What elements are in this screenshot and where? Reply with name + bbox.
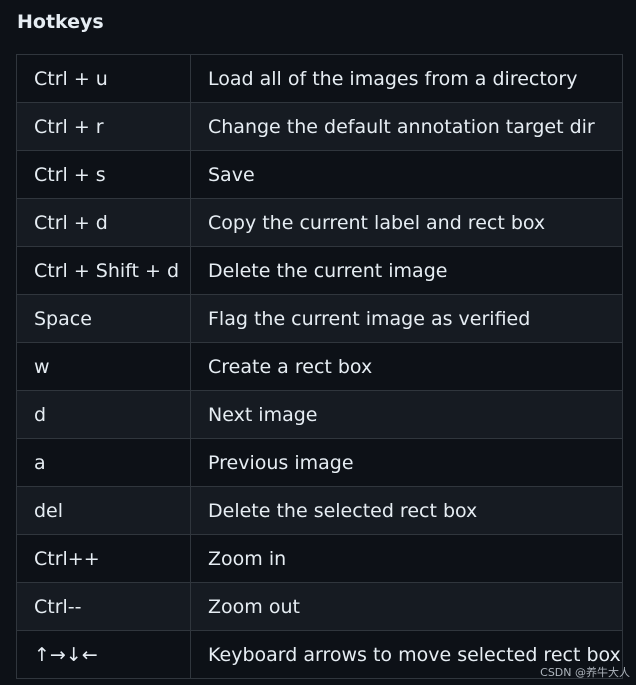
hotkey-cell: Ctrl + d — [16, 198, 191, 247]
hotkey-cell: Space — [16, 294, 191, 343]
description-cell: Next image — [190, 390, 623, 439]
hotkey-cell: ↑→↓← — [16, 630, 191, 679]
table-row: w Create a rect box — [16, 342, 623, 391]
table-row: Ctrl + d Copy the current label and rect… — [16, 198, 623, 247]
watermark: CSDN @养牛大人 — [540, 666, 630, 679]
table-row: Ctrl + u Load all of the images from a d… — [16, 54, 623, 103]
hotkey-cell: Ctrl + s — [16, 150, 191, 199]
hotkey-cell: d — [16, 390, 191, 439]
table-row: Ctrl-- Zoom out — [16, 582, 623, 631]
hotkeys-table: Ctrl + u Load all of the images from a d… — [16, 54, 623, 679]
table-row: Ctrl + Shift + d Delete the current imag… — [16, 246, 623, 295]
hotkey-cell: Ctrl + u — [16, 54, 191, 103]
table-row: Space Flag the current image as verified — [16, 294, 623, 343]
table-row: a Previous image — [16, 438, 623, 487]
description-cell: Create a rect box — [190, 342, 623, 391]
table-row: del Delete the selected rect box — [16, 486, 623, 535]
table-row: Ctrl + s Save — [16, 150, 623, 199]
table-row: ↑→↓← Keyboard arrows to move selected re… — [16, 630, 623, 679]
description-cell: Keyboard arrows to move selected rect bo… — [190, 630, 623, 679]
description-cell: Save — [190, 150, 623, 199]
table-row: Ctrl + r Change the default annotation t… — [16, 102, 623, 151]
hotkey-cell: Ctrl + r — [16, 102, 191, 151]
description-cell: Load all of the images from a directory — [190, 54, 623, 103]
description-cell: Copy the current label and rect box — [190, 198, 623, 247]
hotkey-cell: w — [16, 342, 191, 391]
hotkey-cell: Ctrl-- — [16, 582, 191, 631]
description-cell: Zoom out — [190, 582, 623, 631]
hotkey-cell: Ctrl++ — [16, 534, 191, 583]
hotkey-cell: del — [16, 486, 191, 535]
description-cell: Flag the current image as verified — [190, 294, 623, 343]
description-cell: Change the default annotation target dir — [190, 102, 623, 151]
description-cell: Delete the current image — [190, 246, 623, 295]
hotkey-cell: a — [16, 438, 191, 487]
table-row: d Next image — [16, 390, 623, 439]
section-heading: Hotkeys — [17, 11, 104, 33]
description-cell: Delete the selected rect box — [190, 486, 623, 535]
description-cell: Previous image — [190, 438, 623, 487]
description-cell: Zoom in — [190, 534, 623, 583]
table-row: Ctrl++ Zoom in — [16, 534, 623, 583]
hotkey-cell: Ctrl + Shift + d — [16, 246, 191, 295]
